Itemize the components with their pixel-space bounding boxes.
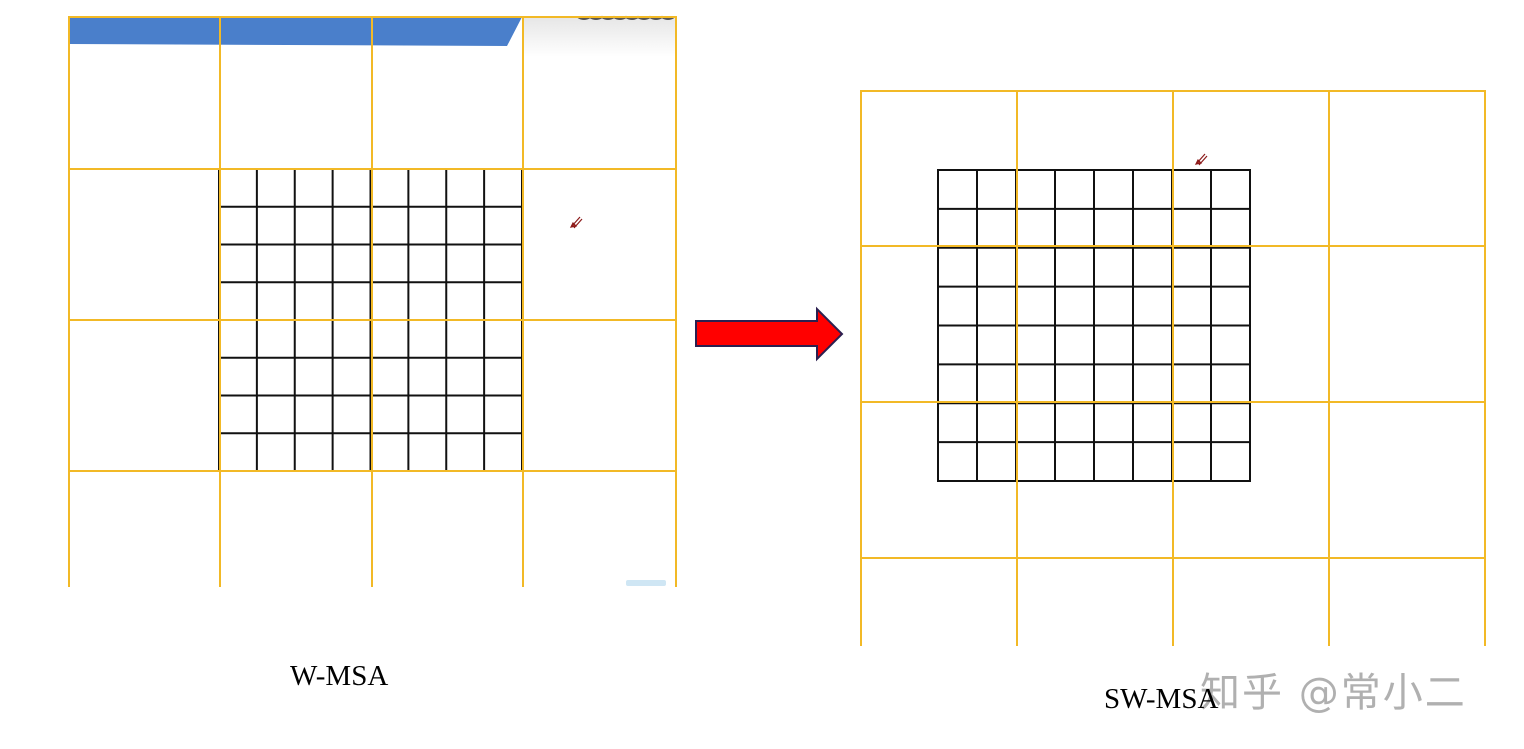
- small-pointer-icon: [569, 216, 583, 229]
- caption-wmsa: W-MSA: [290, 660, 389, 692]
- watermark-text: 知乎 @常小二: [1200, 670, 1467, 716]
- left-panel-wmsa: [68, 15, 677, 587]
- right-window-grid: [860, 90, 1486, 646]
- gray-header-fade: [523, 17, 676, 57]
- left-window-grid: [68, 16, 677, 587]
- right-patch-grid: [937, 169, 1251, 482]
- caption-swmsa: SW-MSA: [1104, 683, 1219, 715]
- right-panel-swmsa: [860, 90, 1486, 646]
- right-arrow-icon: [695, 306, 844, 362]
- small-pointer-icon: [1194, 153, 1208, 166]
- light-blue-mark: [626, 580, 666, 586]
- blue-header-bar: [69, 17, 522, 46]
